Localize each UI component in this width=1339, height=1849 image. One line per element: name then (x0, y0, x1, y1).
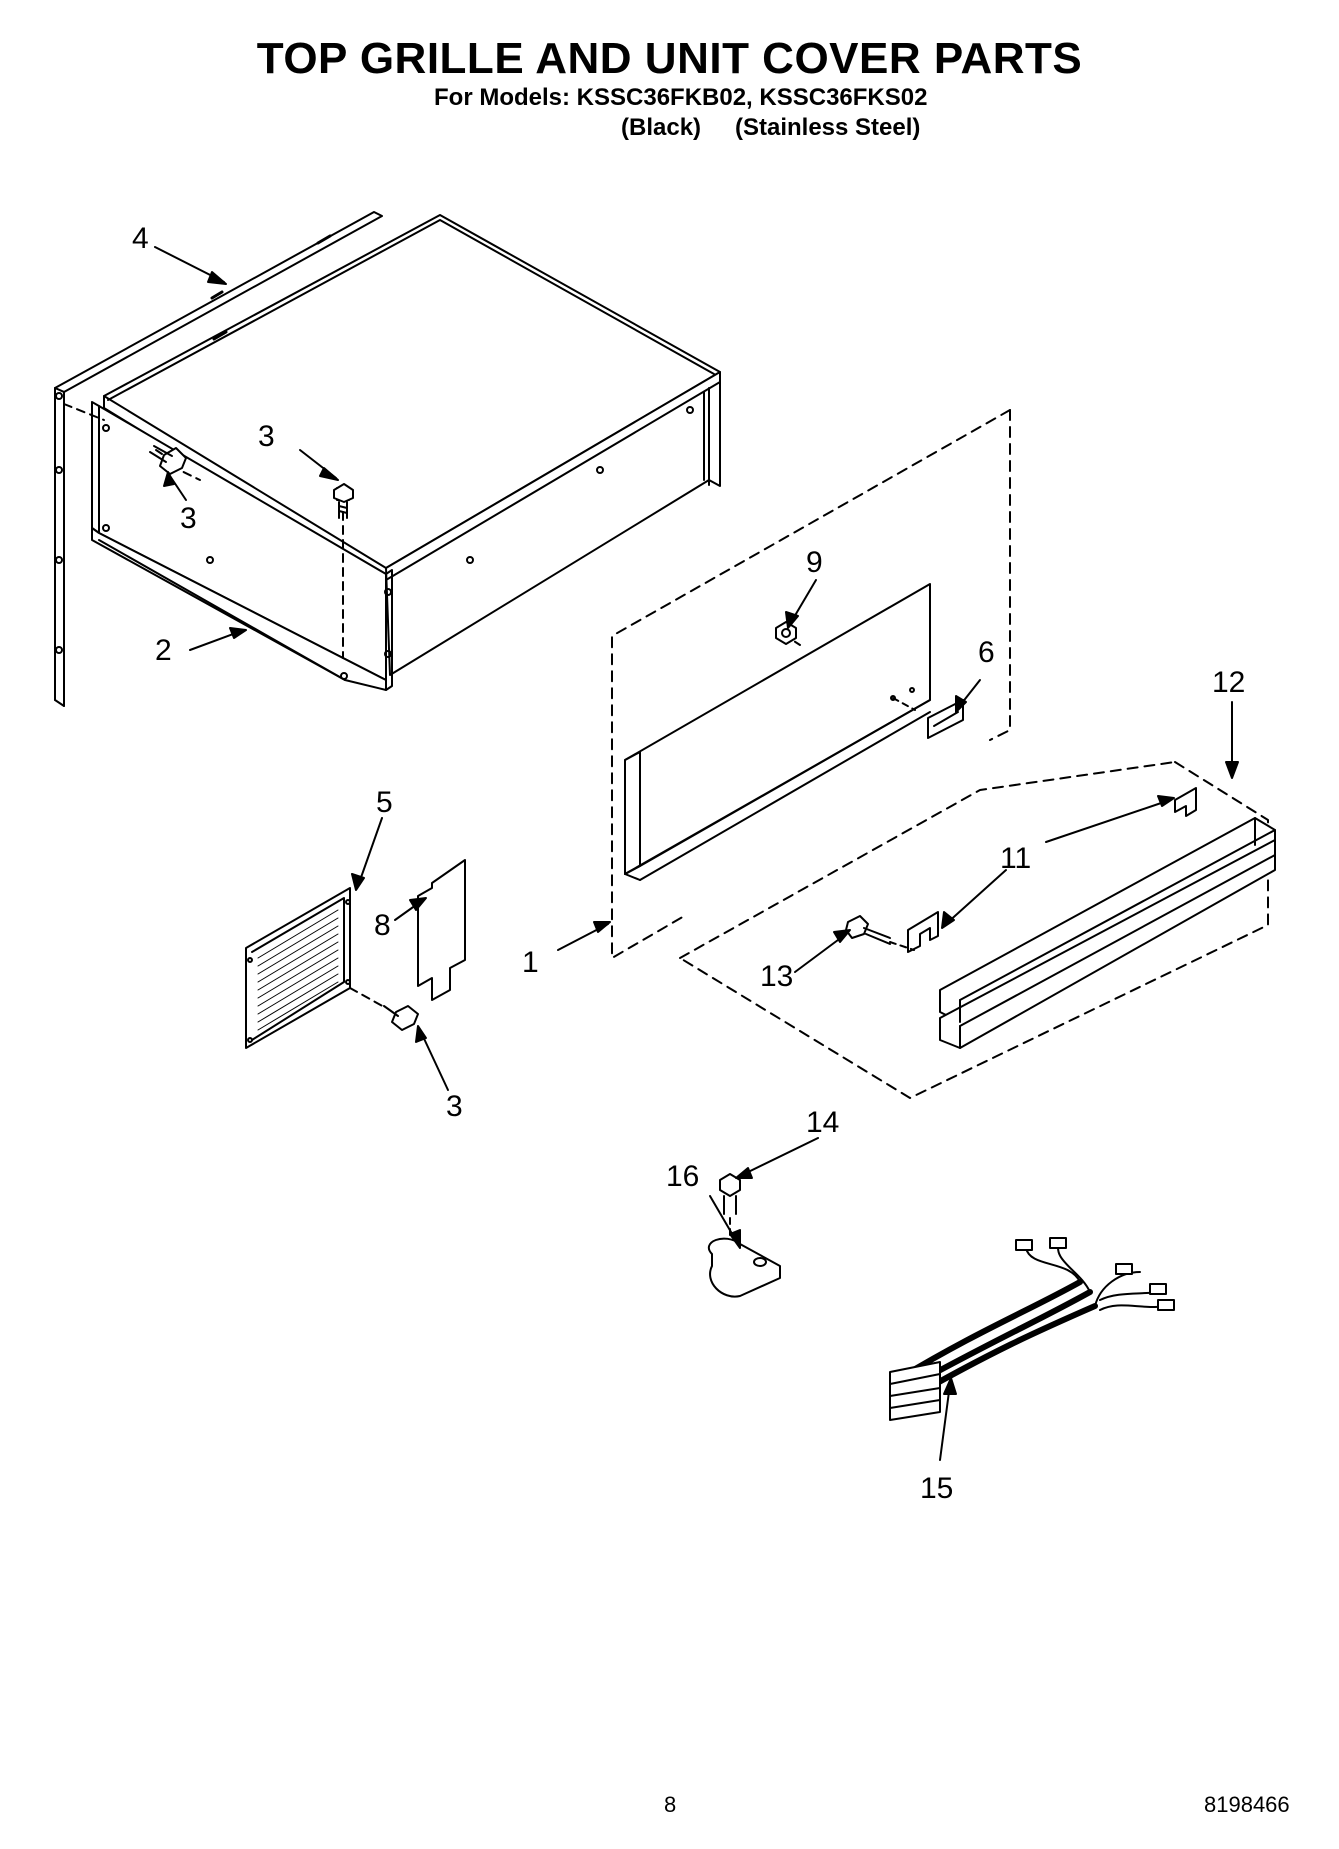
callout-14: 14 (806, 1106, 839, 1139)
callout-6: 6 (978, 636, 995, 669)
callout-3-top: 3 (258, 420, 275, 453)
callout-3-grille: 3 (446, 1090, 463, 1123)
callout-3-side: 3 (180, 502, 197, 535)
callout-5: 5 (376, 786, 393, 819)
trim-assembly-part-12 (679, 761, 1276, 1099)
variant-black: (Black) (621, 114, 702, 141)
callout-9: 9 (806, 546, 823, 579)
page-number: 8 (664, 1792, 677, 1817)
wire-harness-part-15 (889, 1237, 1175, 1421)
nut-part-9 (775, 621, 797, 645)
insulation-part-8 (417, 859, 466, 1001)
variant-stainless: (Stainless Steel) (735, 114, 921, 141)
callout-8: 8 (374, 909, 391, 942)
callout-13: 13 (760, 960, 793, 993)
screw-part-14 (719, 1173, 741, 1253)
callout-2: 2 (155, 634, 172, 667)
page-title: TOP GRILLE AND UNIT COVER PARTS (256, 34, 1083, 83)
clip-part-6 (927, 699, 964, 739)
models-line: For Models: KSSC36FKB02, KSSC36FKS02 (434, 84, 928, 111)
unit-cover (54, 211, 721, 707)
screw-part-3-side (149, 445, 187, 475)
grille-part-5 (245, 887, 351, 1049)
callout-12: 12 (1212, 666, 1245, 699)
document-number: 8198466 (1204, 1792, 1290, 1817)
callout-11: 11 (1000, 842, 1031, 875)
callout-1: 1 (522, 946, 539, 979)
callout-15: 15 (920, 1472, 953, 1505)
clip-part-11-upper (1174, 787, 1197, 817)
callout-leaders (154, 246, 1239, 1461)
callout-16: 16 (666, 1160, 699, 1193)
clip-part-11-lower (907, 911, 939, 953)
grille-panel-assembly-part-1 (611, 409, 1011, 959)
screw-part-3-top (333, 483, 354, 519)
rear-flange-part-4 (54, 211, 383, 707)
clamp-part-16 (708, 1237, 781, 1298)
screw-part-3-grille (349, 987, 419, 1031)
screw-part-13 (845, 915, 915, 951)
callout-4: 4 (132, 222, 149, 255)
